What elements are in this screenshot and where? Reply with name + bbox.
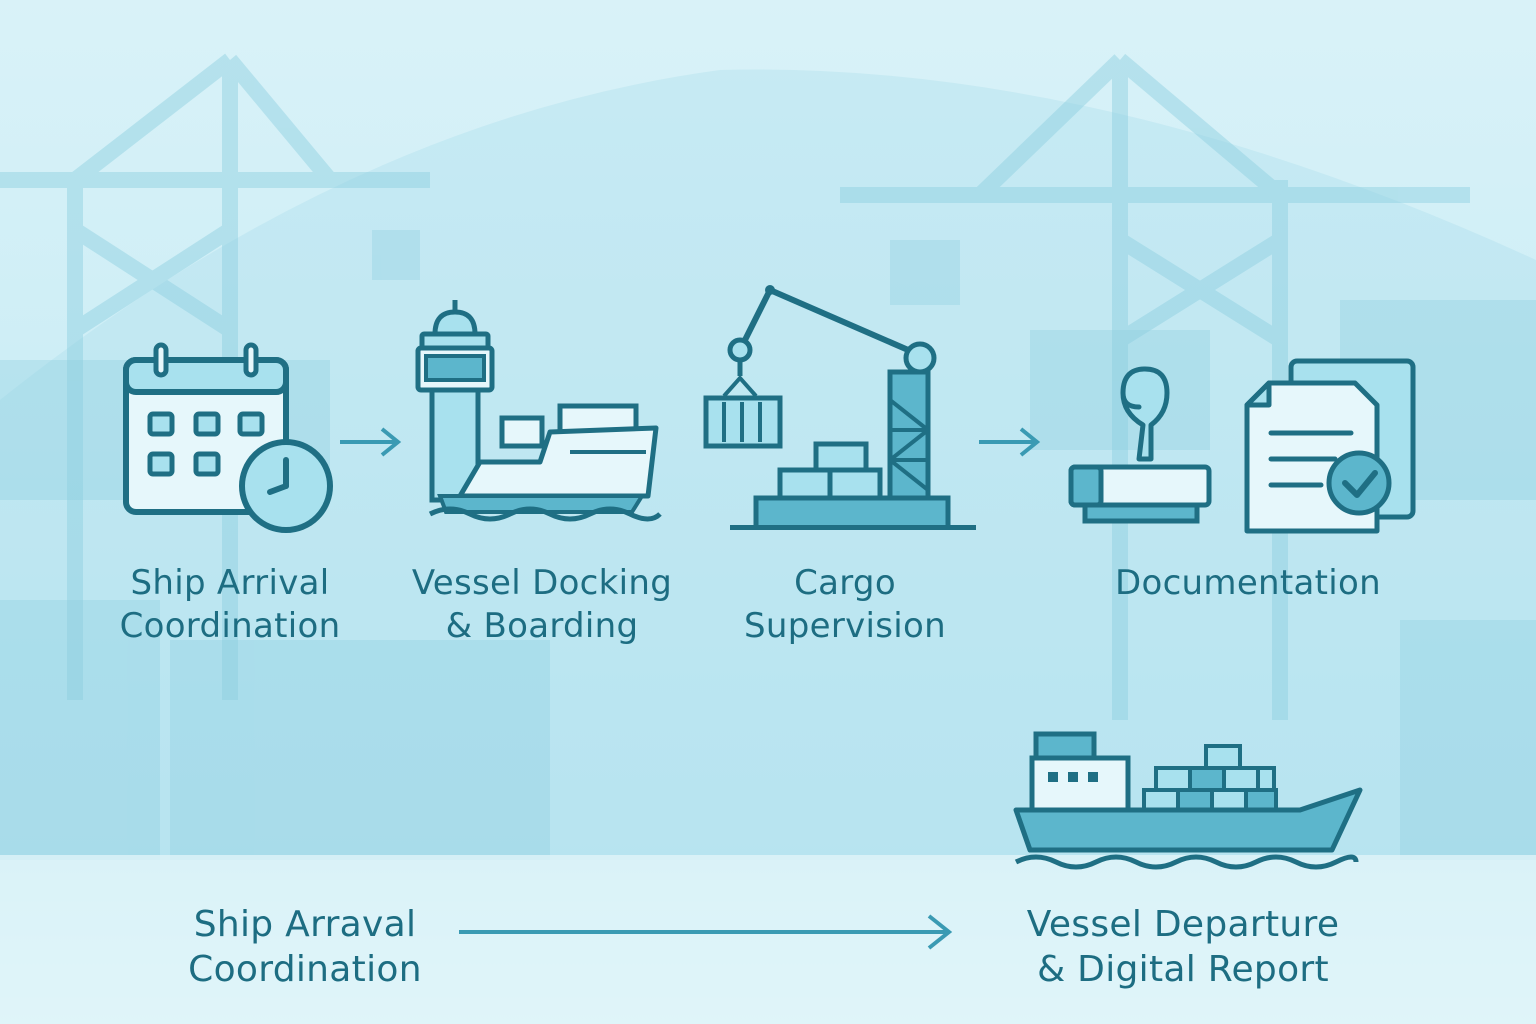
- flow-arrow-long: [459, 914, 953, 950]
- bottom-label-ship-arrival: Ship Arraval Coordination: [188, 904, 422, 990]
- step-label-documentation: Documentation: [1114, 563, 1381, 603]
- step-label-cargo-supervision: Cargo Supervision: [744, 563, 946, 646]
- stamp-document-icon: [1068, 358, 1416, 534]
- container-ship-icon: [1013, 731, 1363, 870]
- step-label-vessel-docking: Vessel Docking & Boarding: [411, 563, 673, 646]
- control-tower-ship-icon: [415, 300, 662, 522]
- step-label-ship-arrival: Ship Arrival Coordination: [119, 563, 341, 646]
- flow-arrow-2: [979, 427, 1041, 457]
- bottom-label-vessel-departure: Vessel Departure & Digital Report: [1026, 904, 1340, 990]
- crane-cargo-icon: [703, 285, 976, 530]
- calendar-clock-icon: [123, 342, 333, 533]
- flow-arrow-1: [340, 427, 402, 457]
